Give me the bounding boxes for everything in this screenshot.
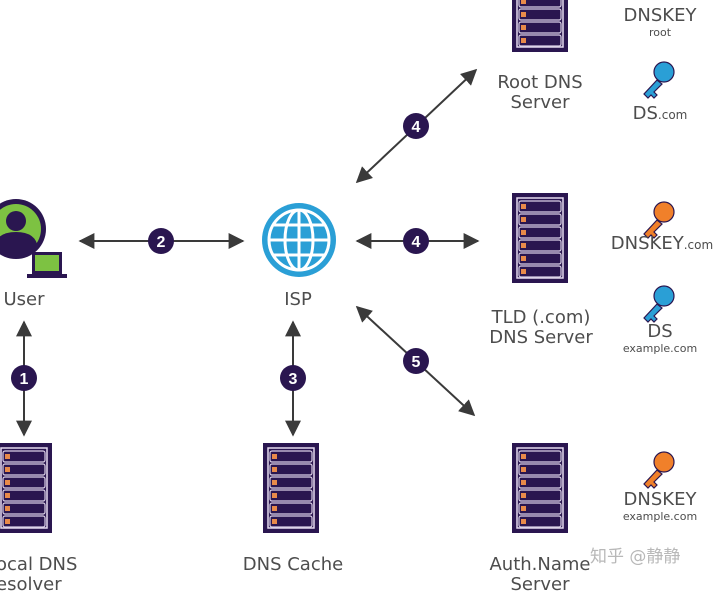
root-server-label-line2: Server: [510, 92, 570, 113]
watermark: 知乎 @静静: [590, 547, 681, 567]
tld-server-icon: [511, 192, 569, 284]
user-icon: [0, 199, 67, 278]
tld-dnskey-label: DNSKEY.com: [604, 234, 720, 254]
user-label: User: [3, 289, 45, 310]
globe-icon: [262, 203, 336, 277]
step-badge-1: 1: [11, 365, 37, 391]
root-ds-label: DS.com: [620, 104, 700, 124]
dnskey-example-key-icon: [643, 451, 675, 489]
root-server-label: Root DNS Server: [490, 73, 590, 113]
svg-text:5: 5: [412, 354, 421, 371]
step-badge-3: 3: [280, 365, 306, 391]
root-dnskey-sub: root: [648, 26, 672, 39]
auth-server-label: Auth.Name Server: [485, 555, 595, 595]
root-server-label-line1: Root DNS: [497, 72, 583, 93]
ds-com-key-icon: [643, 61, 675, 99]
auth-dnskey-sub: example.com: [622, 510, 698, 523]
tld-ds-label: DS example.com: [612, 321, 708, 356]
dns-cache-label: DNS Cache: [242, 554, 344, 575]
svg-text:3: 3: [289, 371, 298, 388]
svg-text:4: 4: [412, 119, 421, 136]
svg-text:1: 1: [20, 371, 29, 388]
tld-server-label-line2: DNS Server: [489, 327, 593, 348]
tld-server-label: TLD (.com) DNS Server: [485, 308, 597, 348]
local-resolver-icon: [0, 442, 53, 534]
root-ds-main: DS: [632, 103, 658, 124]
step-badge-2: 2: [148, 228, 174, 254]
svg-text:2: 2: [157, 234, 166, 251]
root-server-icon: [511, 0, 569, 53]
isp-label: ISP: [284, 289, 312, 310]
tld-dnskey-inline: .com: [683, 238, 714, 252]
auth-dnskey-main: DNSKEY: [623, 489, 697, 510]
root-dnskey-main: DNSKEY: [623, 5, 697, 26]
step-badge-5: 5: [403, 348, 429, 374]
step-badge-4-root: 4: [403, 113, 429, 139]
root-ds-inline: .com: [657, 108, 688, 122]
auth-server-label-line1: Auth.Name: [489, 554, 591, 575]
local-resolver-label: ocal DNS esolver: [0, 554, 78, 595]
root-dnskey-label: DNSKEY root: [612, 5, 708, 40]
local-resolver-label-line1: ocal DNS: [0, 554, 78, 575]
tld-dnskey-main: DNSKEY: [610, 233, 684, 254]
tld-ds-sub: example.com: [622, 342, 698, 355]
auth-server-label-line2: Server: [510, 574, 570, 595]
auth-server-icon: [511, 442, 569, 534]
svg-text:4: 4: [412, 234, 421, 251]
tld-ds-main: DS: [647, 321, 673, 342]
ds-example-key-icon: [643, 285, 675, 323]
tld-server-label-line1: TLD (.com): [491, 307, 591, 328]
local-resolver-label-line2: esolver: [0, 574, 62, 595]
dns-cache-icon: [262, 442, 320, 534]
auth-dnskey-label: DNSKEY example.com: [612, 489, 708, 524]
step-badge-4-tld: 4: [403, 228, 429, 254]
